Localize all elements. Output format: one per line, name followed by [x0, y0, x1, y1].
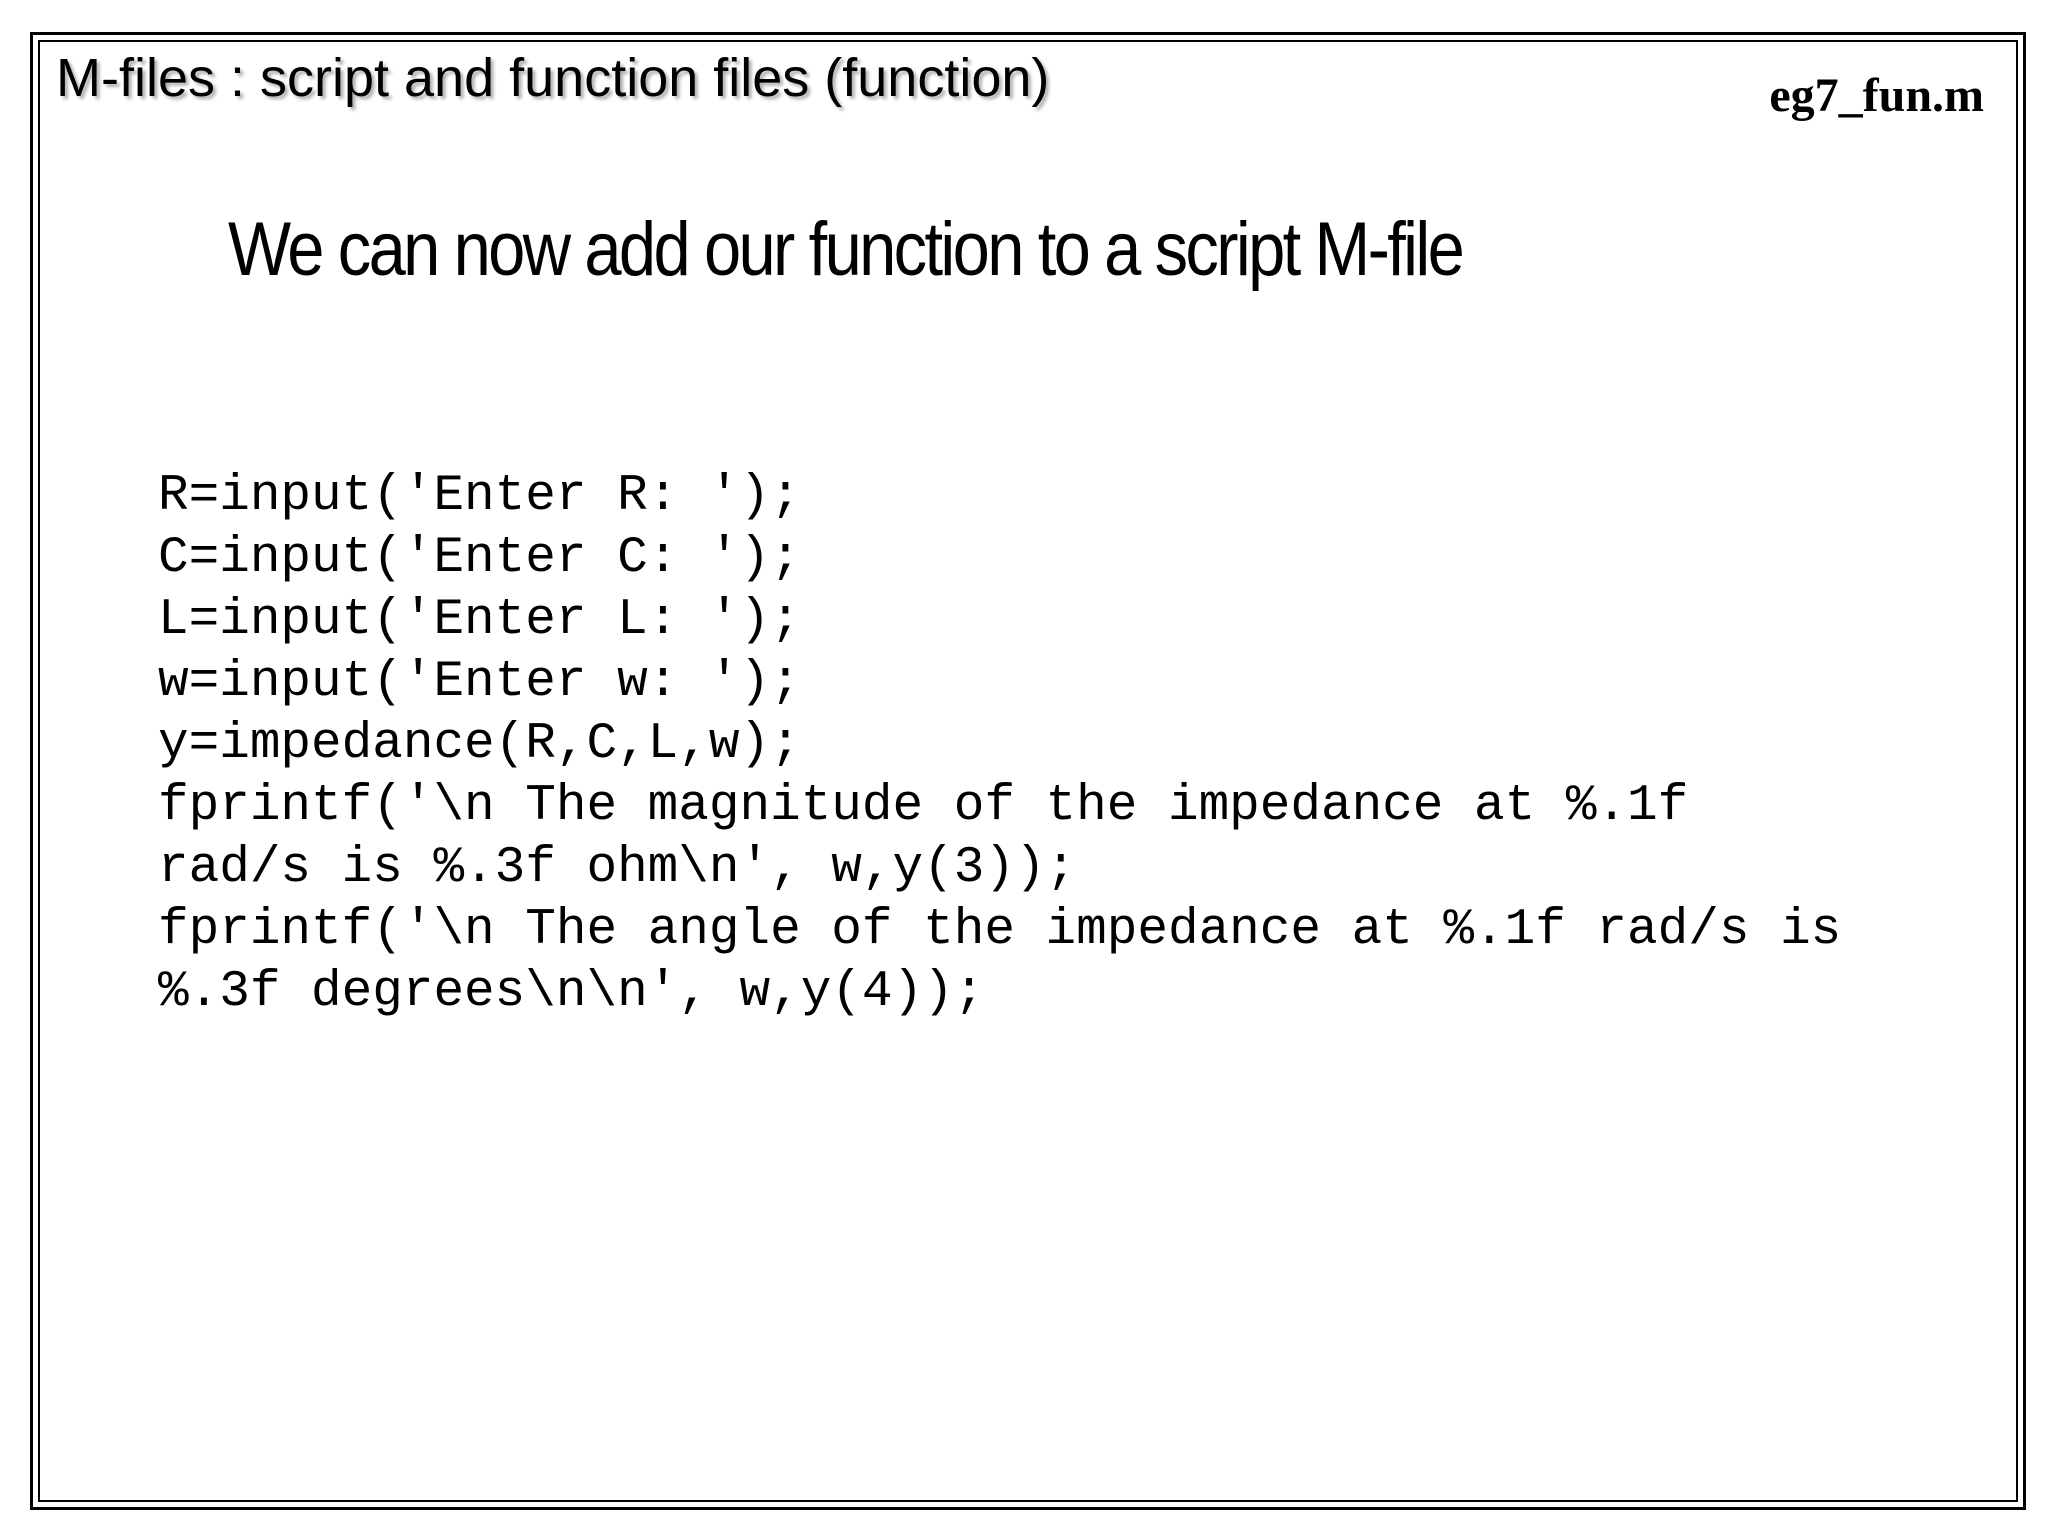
code-line: fprintf('\n The angle of the impedance a… — [158, 902, 1842, 959]
code-line: fprintf('\n The magnitude of the impedan… — [158, 778, 1689, 835]
code-line: L=input('Enter L: '); — [158, 592, 801, 649]
slide-inner-border — [38, 40, 2018, 1502]
code-line: C=input('Enter C: '); — [158, 530, 801, 587]
file-name-label: eg7_fun.m — [1769, 69, 1984, 122]
code-block: R=input('Enter R: ');C=input('Enter C: '… — [158, 466, 1841, 1024]
code-line: %.3f degrees\n\n', w,y(4)); — [158, 964, 985, 1021]
code-line: R=input('Enter R: '); — [158, 468, 801, 525]
slide-heading: M-files : script and function files (fun… — [56, 48, 1050, 108]
slide-subtitle: We can now add our function to a script … — [228, 207, 1465, 292]
slide-outer-border — [30, 32, 2026, 1510]
code-line: w=input('Enter w: '); — [158, 654, 801, 711]
code-line: y=impedance(R,C,L,w); — [158, 716, 801, 773]
code-line: rad/s is %.3f ohm\n', w,y(3)); — [158, 840, 1077, 897]
